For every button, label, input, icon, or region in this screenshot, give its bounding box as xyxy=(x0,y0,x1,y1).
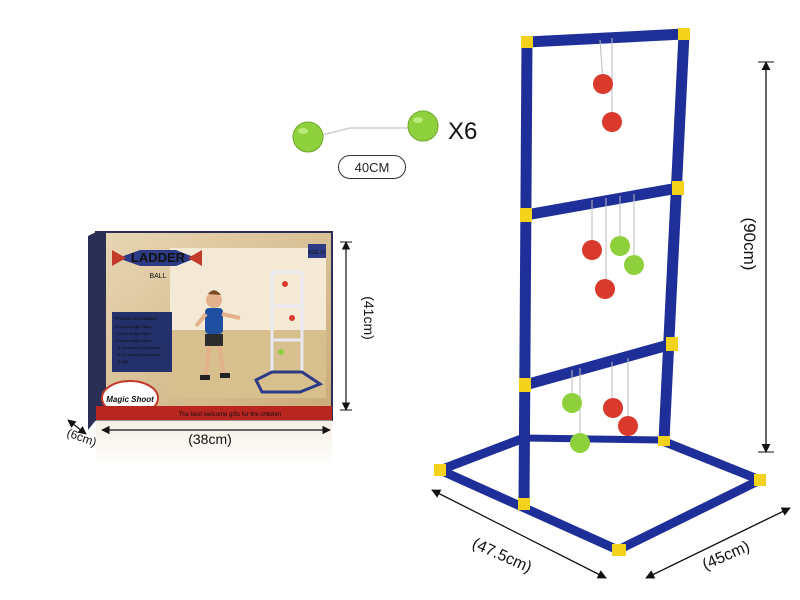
info-line: 4 Pipes length 38cm xyxy=(115,331,152,336)
red-ball-icon xyxy=(618,416,638,436)
ladder-dimensions: (90cm) (47.5cm) (45cm) xyxy=(431,61,791,579)
box-brand: LADDER xyxy=(131,250,186,265)
info-line: 6 Pipes length 26cm xyxy=(115,324,152,329)
box-width-label: (38cm) xyxy=(188,431,232,447)
box-banner: The best welcome gifts for the children xyxy=(179,412,282,418)
red-ball-icon xyxy=(603,398,623,418)
info-line: 6 Connecting pipe parts xyxy=(118,352,160,357)
red-ball-icon xyxy=(593,74,613,94)
box-height-label: (41cm) xyxy=(361,296,377,340)
red-ball-icon xyxy=(602,112,622,132)
box-depth-label: (6cm) xyxy=(65,426,99,450)
box-badge: Magic Shoot xyxy=(106,395,154,404)
rope-length-label: 40CM xyxy=(354,159,390,175)
quantity-label: X6 xyxy=(448,118,477,145)
rope-length-badge: 40CM xyxy=(338,155,406,179)
mini-ladder xyxy=(253,270,324,394)
age-badge: AGE 3+ xyxy=(308,250,326,256)
ladder-width-label: (47.5cm) xyxy=(470,535,535,576)
ladder-frame xyxy=(434,28,766,556)
green-ball-icon xyxy=(292,121,324,153)
info-line: 5 Pipes length 40cm xyxy=(115,338,152,343)
product-box: LADDER BALL AGE 3+ Product information: … xyxy=(88,231,333,468)
green-ball-icon xyxy=(562,393,582,413)
child-figure xyxy=(194,290,241,380)
ladder-height-label: (90cm) xyxy=(740,218,759,271)
red-ball-icon xyxy=(582,240,602,260)
info-title: Product information: xyxy=(115,316,158,322)
info-line: 6 Connecting pipe parts xyxy=(118,345,160,350)
red-ball-icon xyxy=(595,279,615,299)
ladder-depth-label: (45cm) xyxy=(700,538,752,574)
ball-set: X6 xyxy=(292,110,477,153)
green-ball-icon xyxy=(624,255,644,275)
box-brand-sub: BALL xyxy=(149,273,166,280)
info-line: 6 Ball xyxy=(118,359,128,364)
green-ball-icon xyxy=(570,433,590,453)
green-ball-icon xyxy=(610,236,630,256)
green-ball-icon xyxy=(407,110,439,142)
